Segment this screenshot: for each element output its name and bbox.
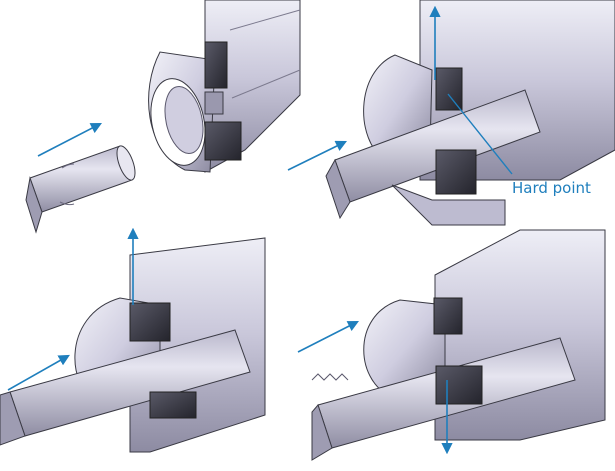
direction-arrow-3 — [7, 354, 70, 391]
panel-4 — [297, 229, 606, 461]
hard-point-leader — [447, 93, 513, 175]
nut-body-1 — [148, 0, 301, 173]
panel-3 — [0, 227, 266, 453]
direction-arrow-1 — [37, 122, 102, 157]
hard-point-label: Hard point — [512, 179, 591, 197]
direction-arrow-4 — [297, 320, 359, 353]
tube-1 — [25, 145, 136, 234]
direction-arrow-2 — [287, 140, 348, 171]
panel-1 — [25, 0, 301, 234]
panel-2: Hard point — [287, 0, 615, 226]
